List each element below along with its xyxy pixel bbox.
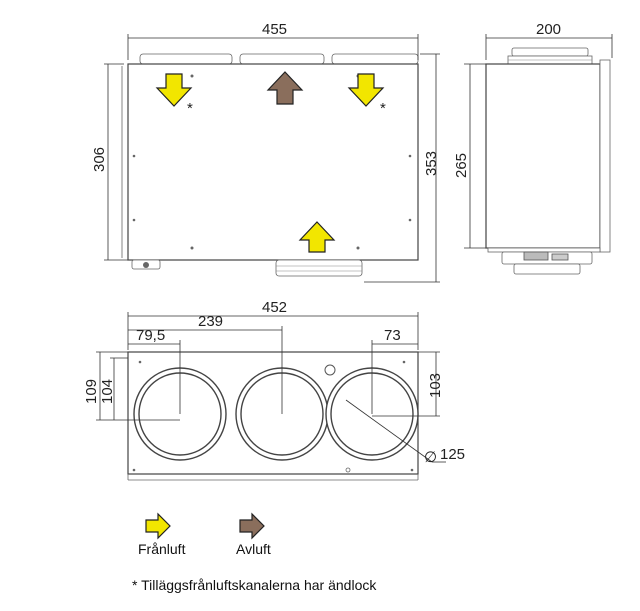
side-view: 200 265 [453, 21, 613, 275]
legend-note: * Tilläggsfrånluftskanalerna har ändlock [132, 577, 377, 593]
dim-top-73: 73 [384, 327, 401, 344]
top-duct-right [331, 53, 419, 65]
dim-diameter-125: 125 [440, 446, 465, 463]
dim-height-353: 353 [423, 151, 440, 176]
bottom-duct [275, 259, 363, 277]
dim-top-452: 452 [262, 299, 287, 316]
legend-franluft: Frånluft [138, 541, 186, 557]
dim-top-109: 109 [83, 379, 100, 404]
top-duct-center [239, 53, 325, 65]
dim-height-306: 306 [91, 147, 108, 172]
avluft-legend-arrow [239, 512, 265, 540]
legend-avluft: Avluft [236, 541, 271, 557]
franluft-arrow-up-bottom [298, 221, 336, 253]
top-view: ∅ 125 452 239 79,5 73 109 104 103 [83, 299, 465, 481]
dim-side-width-200: 200 [536, 21, 561, 38]
franluft-legend-arrow [145, 512, 171, 540]
legend: Frånluft Avluft * Tilläggsfrånluftskanal… [132, 512, 377, 593]
franluft-arrow-down-left [155, 73, 193, 107]
asterisk-right: * [380, 100, 386, 117]
side-body [485, 63, 601, 249]
dim-top-239: 239 [198, 313, 223, 330]
franluft-arrow-down-right [347, 73, 385, 107]
dim-side-height-265: 265 [453, 153, 470, 178]
dim-width-455: 455 [262, 21, 287, 38]
dim-top-104: 104 [99, 379, 116, 404]
diameter-symbol: ∅ [424, 449, 437, 466]
dim-top-79-5: 79,5 [136, 327, 165, 344]
asterisk-left: * [187, 100, 193, 117]
top-duct-left [139, 53, 233, 65]
front-view: * * 455 306 353 [91, 21, 440, 283]
avluft-arrow-up [266, 71, 304, 105]
dim-top-103: 103 [427, 373, 444, 398]
